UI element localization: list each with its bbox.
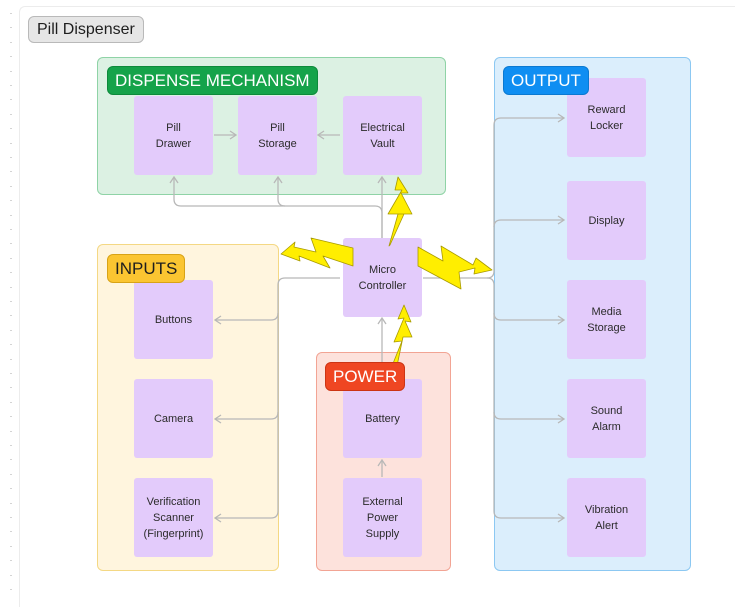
diagram-title[interactable]: Pill Dispenser [28, 16, 144, 43]
canvas-frame [19, 6, 735, 607]
node-vibration-alert[interactable]: Vibration Alert [567, 478, 646, 557]
ruler-tick [10, 258, 12, 259]
ruler-tick [10, 301, 12, 302]
section-label-inputs: INPUTS [107, 254, 186, 283]
ruler-tick [10, 330, 12, 331]
ruler-tick [10, 315, 12, 316]
ruler-tick [10, 215, 12, 216]
ruler-tick [10, 128, 12, 129]
ruler-tick [10, 114, 12, 115]
ruler-tick [10, 272, 12, 273]
ruler-tick [10, 531, 12, 532]
node-battery[interactable]: Battery [343, 379, 422, 458]
section-label-dispense-mechanism: DISPENSE MECHANISM [107, 66, 318, 95]
node-pill-drawer[interactable]: Pill Drawer [134, 96, 213, 175]
ruler-tick [10, 200, 12, 201]
ruler-tick [10, 42, 12, 43]
node-electrical-vault[interactable]: Electrical Vault [343, 96, 422, 175]
ruler-tick [10, 445, 12, 446]
ruler-tick [10, 171, 12, 172]
ruler-tick [10, 459, 12, 460]
ruler-tick [10, 488, 12, 489]
ruler-tick [10, 13, 12, 14]
section-label-power: POWER [325, 362, 406, 391]
node-sound-alarm[interactable]: Sound Alarm [567, 379, 646, 458]
ruler-tick [10, 56, 12, 57]
ruler-tick [10, 229, 12, 230]
ruler-tick [10, 99, 12, 100]
section-label-output: OUTPUT [503, 66, 589, 95]
ruler-tick [10, 344, 12, 345]
ruler-tick [10, 287, 12, 288]
ruler-tick [10, 71, 12, 72]
node-external-power-supply[interactable]: External Power Supply [343, 478, 422, 557]
node-camera[interactable]: Camera [134, 379, 213, 458]
node-verification-scanner[interactable]: Verification Scanner (Fingerprint) [134, 478, 213, 557]
ruler-tick [10, 85, 12, 86]
ruler-tick [10, 243, 12, 244]
ruler-tick [10, 402, 12, 403]
node-display[interactable]: Display [567, 181, 646, 260]
ruler-tick [10, 387, 12, 388]
ruler-tick [10, 517, 12, 518]
ruler-tick [10, 560, 12, 561]
ruler-tick [10, 503, 12, 504]
node-micro-controller[interactable]: Micro Controller [343, 238, 422, 317]
node-media-storage[interactable]: Media Storage [567, 280, 646, 359]
ruler-tick [10, 373, 12, 374]
ruler-tick [10, 431, 12, 432]
ruler-tick [10, 575, 12, 576]
ruler-tick [10, 416, 12, 417]
ruler-tick [10, 546, 12, 547]
ruler-tick [10, 186, 12, 187]
ruler-tick [10, 359, 12, 360]
ruler-tick [10, 474, 12, 475]
ruler-tick [10, 143, 12, 144]
node-buttons[interactable]: Buttons [134, 280, 213, 359]
ruler-tick [10, 157, 12, 158]
node-pill-storage[interactable]: Pill Storage [238, 96, 317, 175]
ruler-tick [10, 589, 12, 590]
ruler-tick [10, 27, 12, 28]
